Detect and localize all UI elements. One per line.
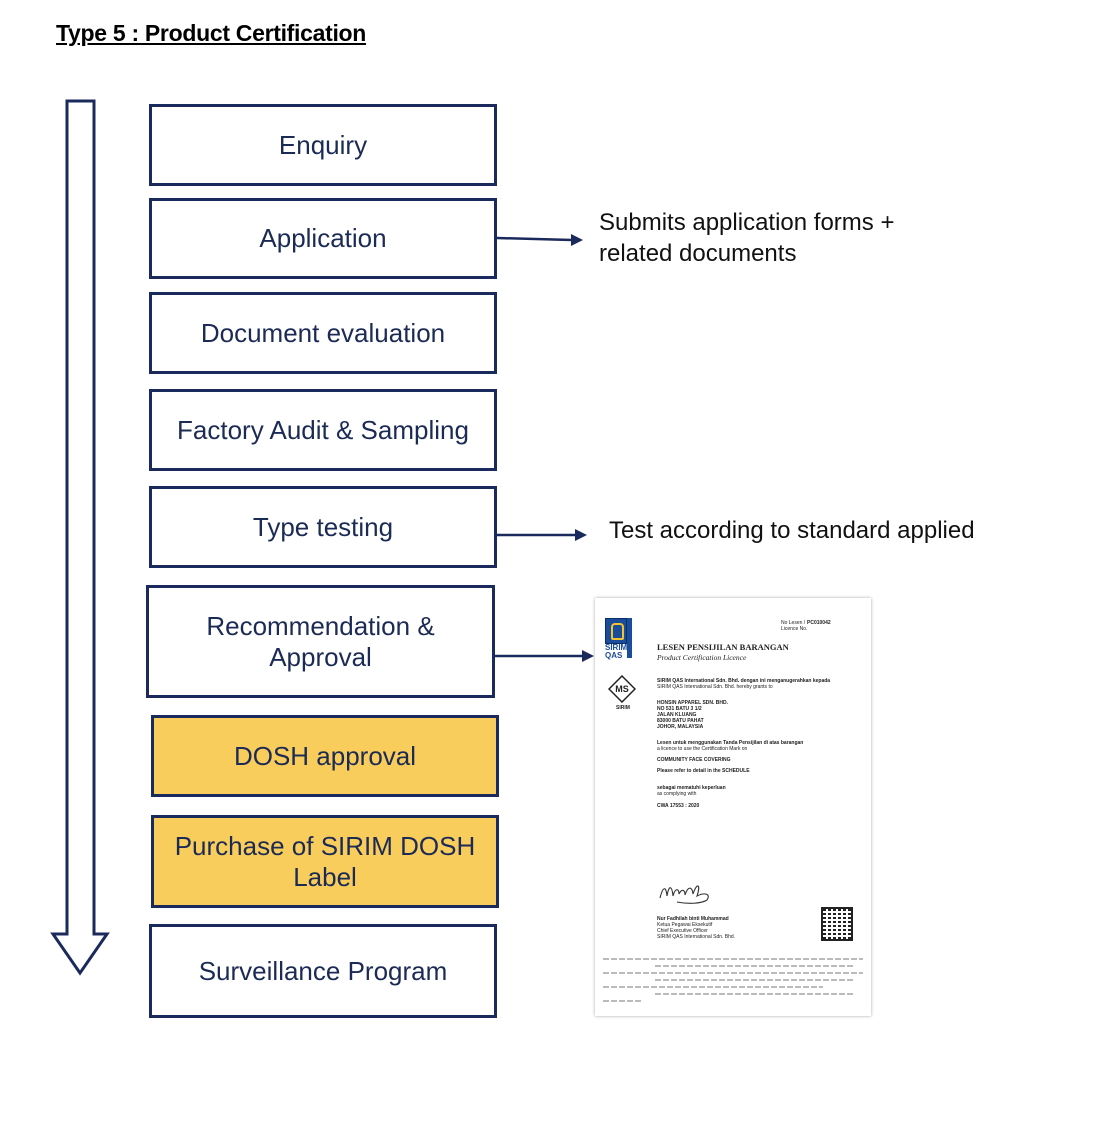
certificate-standard: CWA 17553 : 2020: [657, 803, 700, 809]
complying-text-en: as complying with: [657, 791, 697, 797]
certificate-footer-line: [603, 958, 863, 960]
licence-text: Lesen untuk menggunakan Tanda Pensijilan…: [657, 740, 804, 746]
company-line: JALAN KLUANG: [657, 712, 697, 718]
certificate-footer-line: [603, 1000, 643, 1002]
certificate-subheading: Product Certification Licence: [657, 653, 747, 662]
company-line: HONSIN APPAREL SDN. BHD.: [657, 700, 729, 706]
svg-text:MS: MS: [615, 684, 629, 694]
type-testing-connector: [497, 529, 587, 541]
licence-number-label: No Lesen / Licence No.: [781, 620, 808, 632]
signature-image: [659, 885, 709, 904]
application-connector: [496, 234, 583, 246]
certificate-image: SIRIM QAS No Lesen / Licence No. PC01004…: [595, 598, 871, 1016]
company-line: 83000 BATU PAHAT: [657, 718, 704, 724]
certificate-schedule: Please refer to detail in the SCHEDULE: [657, 768, 750, 774]
step-type-testing: Type testing: [149, 486, 497, 568]
step-surveillance: Surveillance Program: [149, 924, 497, 1018]
certificate-footer-line: [655, 965, 855, 967]
certificate-product: COMMUNITY FACE COVERING: [657, 757, 731, 763]
application-note: Submits application forms + related docu…: [599, 209, 895, 267]
certificate-heading: LESEN PENSIJILAN BARANGAN: [657, 642, 789, 652]
signatory-name: Nur Fadhilah binti Muhammad: [657, 916, 729, 922]
step-factory-audit: Factory Audit & Sampling: [149, 389, 497, 471]
step-application: Application: [149, 198, 497, 279]
company-line: NO 531 BATU 3 1/2: [657, 706, 702, 712]
licence-number: PC010042: [807, 620, 831, 626]
step-recommendation-approval: Recommendation & Approval: [146, 585, 495, 698]
certificate-footer-line: [603, 986, 823, 988]
step-document-evaluation: Document evaluation: [149, 292, 497, 374]
company-line: JOHOR, MALAYSIA: [657, 724, 704, 730]
certificate-footer-line: [655, 979, 855, 981]
step-dosh-approval: DOSH approval: [151, 715, 499, 797]
step-purchase-label: Purchase of SIRIM DOSH Label: [151, 815, 499, 908]
certificate-intro: SIRIM QAS International Sdn. Bhd. dengan…: [657, 678, 831, 684]
step-enquiry: Enquiry: [149, 104, 497, 186]
signatory-role-en: Chief Executive Officer: [657, 928, 708, 934]
signatory-org: SIRIM QAS International Sdn. Bhd.: [657, 934, 736, 940]
qr-code-icon: [821, 907, 853, 941]
type-testing-note: Test according to standard applied: [609, 517, 975, 544]
complying-text: sebagai mematuhi keperluan: [657, 785, 726, 791]
signatory-role: Ketua Pegawai Eksekutif: [657, 922, 713, 928]
licence-text-en: a licence to use the Certification Mark …: [657, 746, 748, 752]
ms-mark-icon: MS: [608, 675, 636, 703]
sirim-qas-logo: SIRIM QAS: [605, 618, 633, 660]
process-flow-arrow: [50, 99, 110, 976]
ms-mark-caption: SIRIM: [616, 705, 630, 711]
certificate-intro-en: SIRIM QAS International Sdn. Bhd. hereby…: [657, 684, 773, 690]
certificate-footer-line: [655, 993, 855, 995]
approval-connector: [494, 650, 594, 662]
page-title: Type 5 : Product Certification: [56, 20, 367, 46]
certificate-footer-line: [603, 972, 863, 974]
